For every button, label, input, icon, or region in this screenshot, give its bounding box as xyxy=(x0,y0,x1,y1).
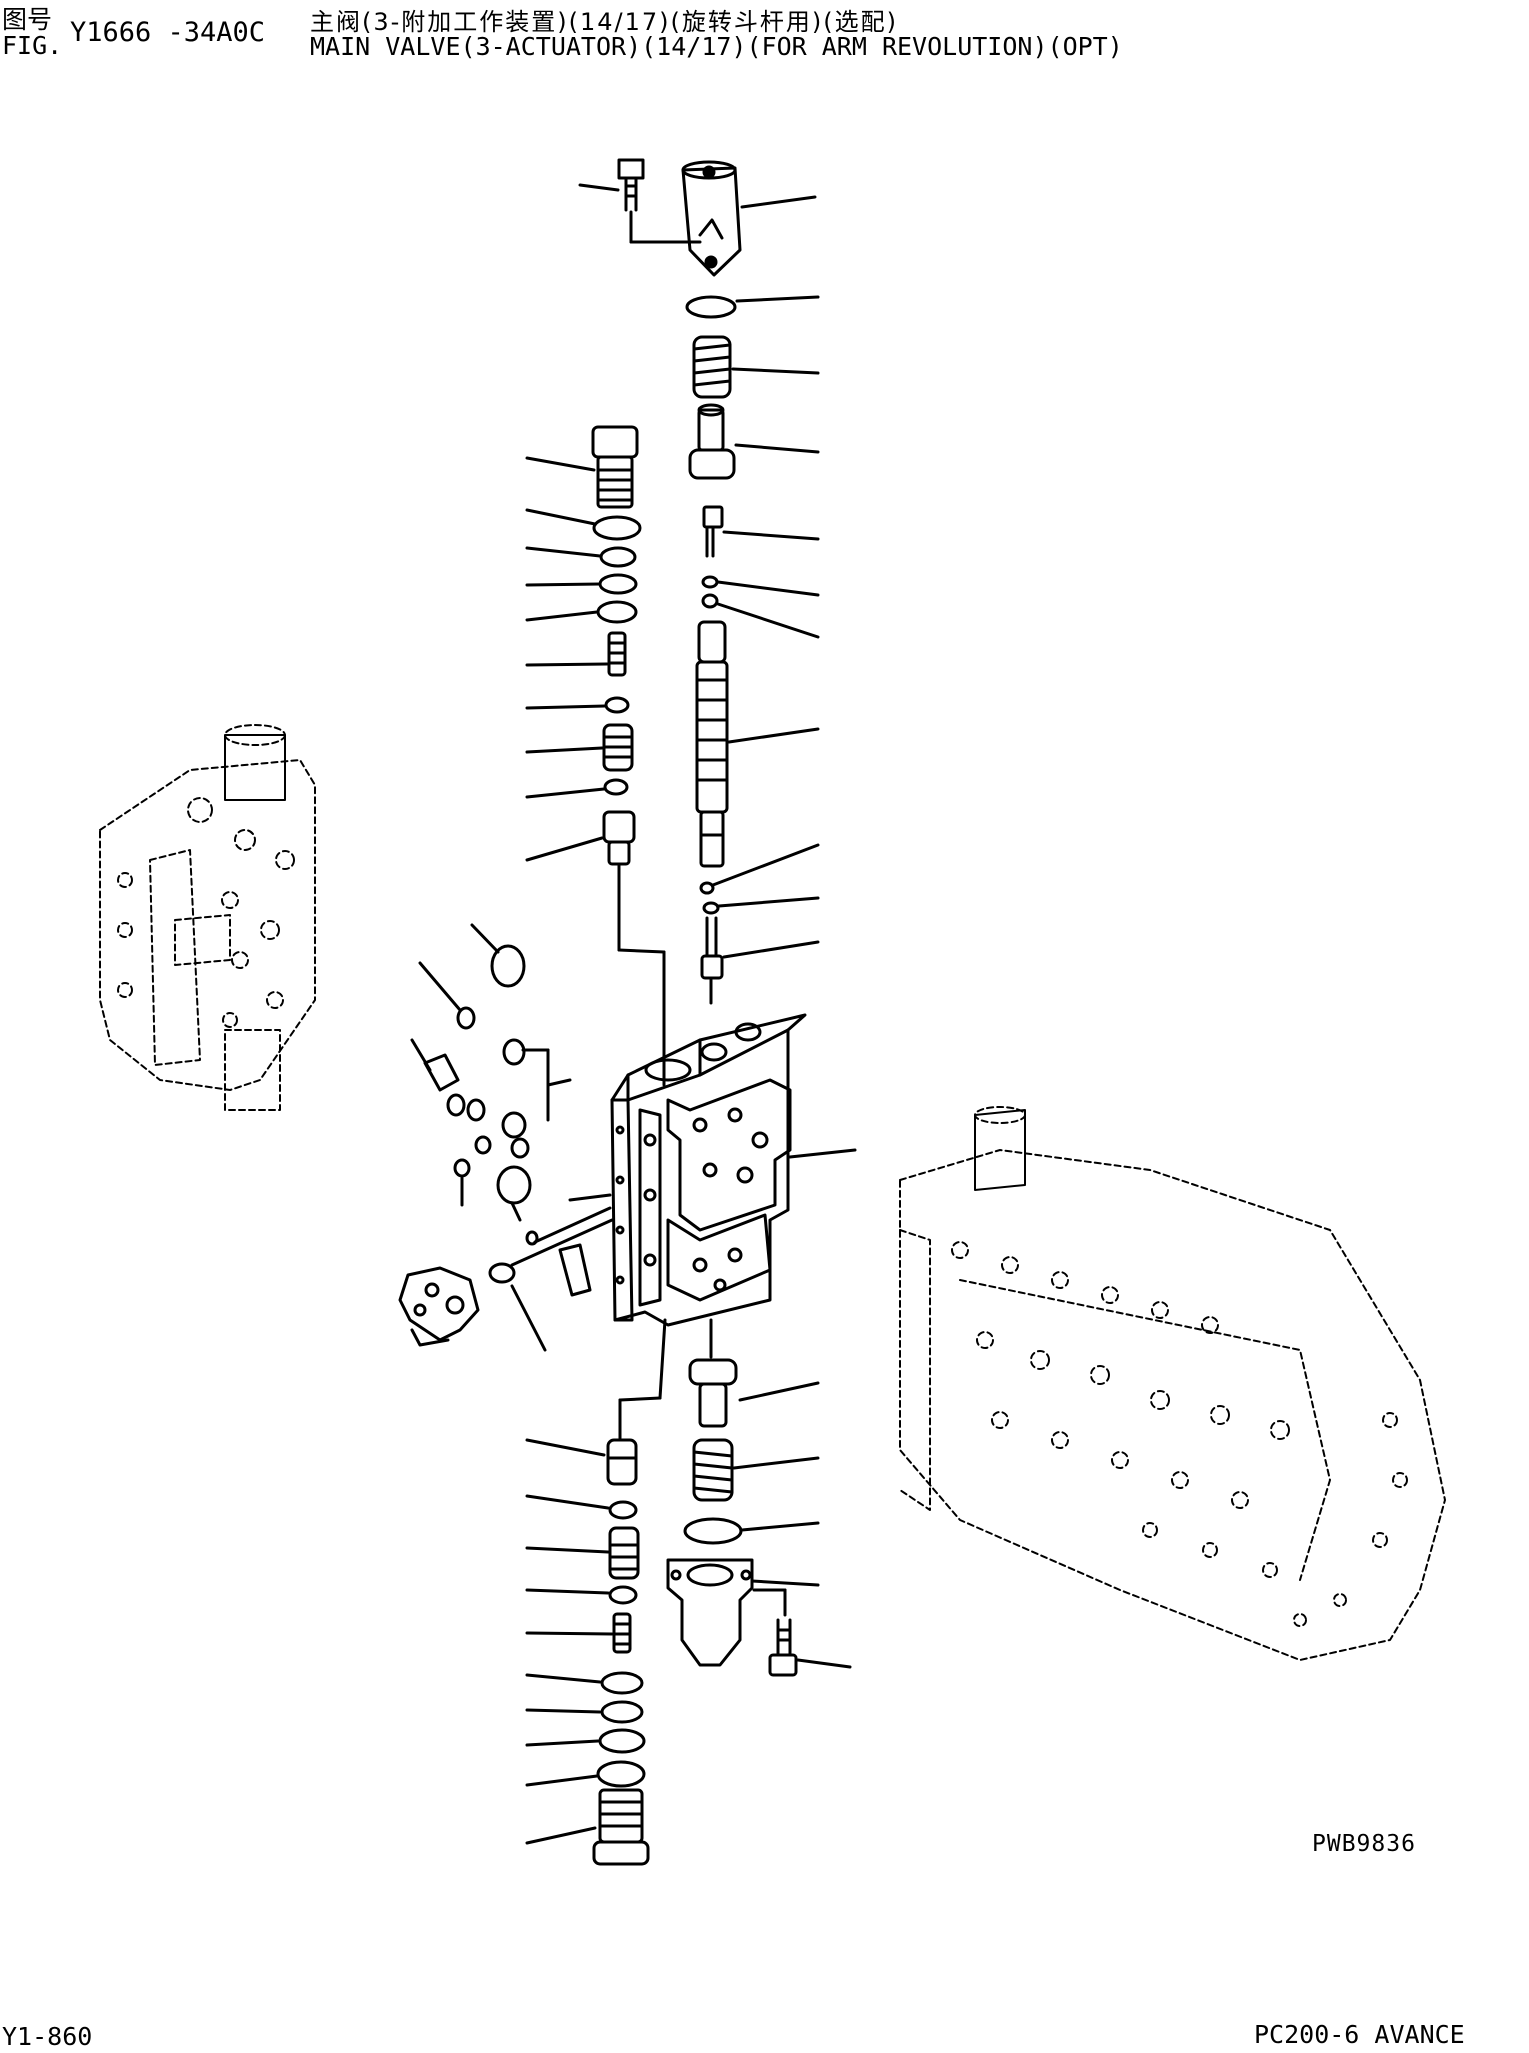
o-ring-l3-icon xyxy=(525,1671,644,1695)
relief-spring-lower-icon xyxy=(525,1612,632,1654)
side-o-ring-icon xyxy=(488,1218,614,1352)
poppet-upper-icon xyxy=(525,723,634,772)
ring-l1-icon xyxy=(525,1494,638,1520)
bottom-bolt-icon xyxy=(768,1618,852,1677)
poppet-lower-icon xyxy=(525,1526,640,1580)
bottom-cover-icon xyxy=(666,1558,820,1667)
ring-u5-icon xyxy=(525,696,630,714)
small-o-ring-c-icon xyxy=(699,843,820,895)
small-o-ring-b-icon xyxy=(701,593,820,639)
fig-label-cn: 图号 xyxy=(2,5,53,34)
assembly-view-right-icon xyxy=(899,1106,1446,1661)
return-spring-bottom-icon xyxy=(692,1438,820,1502)
plunger-icon xyxy=(700,916,820,1005)
valve-cap-icon xyxy=(681,160,817,277)
relief-spring-upper-icon xyxy=(525,631,627,677)
o-ring-u2-icon xyxy=(525,546,637,568)
title-cn: 主阀(3-附加工作装置)(14/17)(旋转斗杆用)(选配) xyxy=(310,8,898,36)
o-ring-l4-icon xyxy=(525,1700,644,1724)
model-label: PC200-6 AVANCE xyxy=(1254,2020,1465,2049)
o-ring-l6-icon xyxy=(525,1760,646,1788)
page-code: Y1-860 xyxy=(2,2022,93,2051)
o-ring-u3-icon xyxy=(525,573,638,595)
side-seals-icon xyxy=(410,923,612,1297)
o-ring-u1-icon xyxy=(525,508,642,541)
return-spring-top-icon xyxy=(692,335,820,399)
bottom-o-ring-icon xyxy=(683,1517,820,1545)
fig-number: Y1666 -34A0C xyxy=(70,17,266,48)
o-ring-u4-icon xyxy=(525,600,638,624)
spring-retainer-top-icon xyxy=(688,403,820,480)
spring-retainer-lower-icon xyxy=(688,1318,820,1428)
title-en: MAIN VALVE(3-ACTUATOR)(14/17)(FOR ARM RE… xyxy=(310,32,1123,61)
fig-label-en: FIG. xyxy=(2,31,63,60)
small-o-ring-a-icon xyxy=(701,575,820,597)
assembly-view-left-icon xyxy=(99,724,316,1111)
o-ring-l5-icon xyxy=(525,1728,646,1754)
spool-icon xyxy=(695,620,820,868)
seat-upper-icon xyxy=(525,810,666,1087)
drawing-reference: PWB9836 xyxy=(1312,1831,1416,1857)
ring-l2-icon xyxy=(525,1585,638,1605)
small-o-ring-d-icon xyxy=(702,896,820,915)
relief-plug-upper-icon xyxy=(525,425,639,509)
ring-u6-icon xyxy=(525,778,629,799)
seat-lower-icon xyxy=(525,1318,667,1486)
cap-o-ring-icon xyxy=(685,295,820,319)
side-flange-icon xyxy=(398,1266,480,1347)
valve-body-icon xyxy=(610,1013,857,1327)
pilot-piston-icon xyxy=(702,505,820,558)
relief-plug-lower-icon xyxy=(525,1788,650,1866)
